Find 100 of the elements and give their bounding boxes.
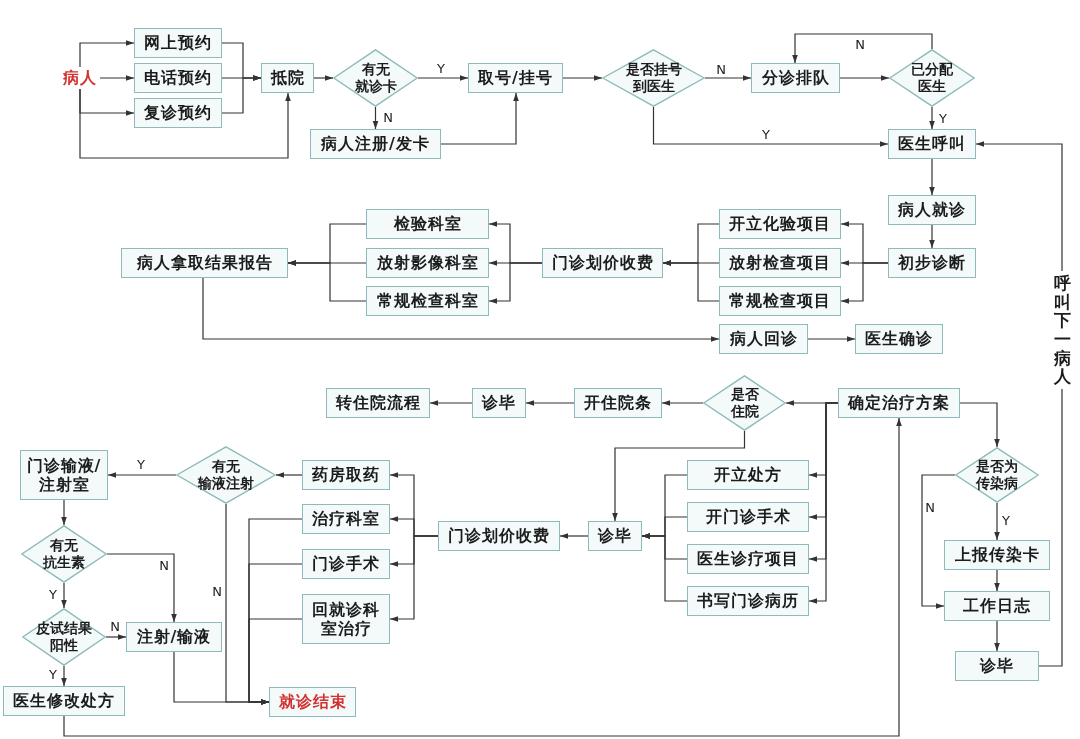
step-label: 书写门诊病历 [697, 591, 799, 611]
decision-label: 是否为传染病 [976, 458, 1018, 492]
step-label: 常规检查项目 [729, 291, 831, 311]
arrow [105, 634, 127, 640]
edge-label: 呼叫下一病人 [1052, 270, 1072, 390]
process-box [687, 544, 809, 574]
process-box [366, 286, 489, 316]
arrow [221, 75, 262, 114]
process-box [888, 195, 976, 225]
step-label: 上报传染卡 [954, 545, 1040, 565]
arrow [313, 75, 334, 81]
arrow [107, 472, 177, 478]
process-box [719, 286, 841, 316]
step-label: 复诊预约 [144, 103, 212, 123]
process-box [3, 686, 125, 716]
step-label: 门诊划价收费 [448, 526, 550, 546]
process-box [134, 63, 222, 93]
decision-label: 是否住院 [730, 386, 759, 420]
process-box [438, 521, 560, 551]
arrow [704, 75, 752, 81]
arrow [921, 474, 956, 609]
step-label: 门诊输液/注射室 [25, 455, 103, 495]
process-box [687, 586, 809, 616]
step-label: 医生呼叫 [898, 134, 966, 154]
step-label: 常规检查科室 [376, 291, 479, 311]
step-label: 工作日志 [963, 596, 1031, 616]
step-label: 注射/输液 [136, 627, 212, 647]
process-box [855, 324, 943, 354]
step-label: 开立化验项目 [729, 214, 831, 234]
arrow [275, 472, 303, 478]
arrow [808, 402, 839, 604]
step-label: 抵院 [270, 68, 305, 88]
process-box [955, 651, 1039, 681]
process-box [302, 460, 390, 490]
step-label: 医生修改处方 [13, 691, 115, 711]
step-label: 分诊排队 [761, 68, 830, 88]
step-label: 回就诊科室治疗 [311, 599, 381, 639]
arrow [994, 502, 1000, 541]
arrow [525, 400, 575, 406]
process-box [126, 622, 222, 652]
step-label: 治疗科室 [312, 509, 380, 529]
decision-label: 皮试结果阳性 [36, 620, 92, 654]
arrow [429, 400, 473, 406]
start-label: 病人 [63, 68, 97, 88]
decision-label: 有无输液注射 [198, 458, 254, 492]
process-box [326, 388, 430, 418]
process-box [751, 63, 840, 93]
process-box [302, 504, 390, 534]
step-label: 诊毕 [598, 526, 632, 546]
arrow [79, 40, 135, 68]
process-box [302, 594, 390, 644]
arrow [652, 106, 889, 147]
arrow [417, 75, 469, 81]
step-label: 门诊手术 [312, 554, 380, 574]
step-label: 医生诊疗项目 [697, 549, 799, 569]
arrow [929, 224, 935, 249]
process-box [468, 63, 563, 93]
arrow [559, 533, 589, 539]
process-box [542, 248, 663, 278]
step-label: 开门诊手术 [705, 507, 791, 527]
process-box [944, 540, 1050, 570]
arrow [61, 499, 67, 526]
step-label: 检验科室 [393, 214, 462, 234]
step-label: 病人拿取结果报告 [136, 253, 273, 273]
arrow [929, 106, 935, 130]
arrow [807, 336, 856, 342]
step-label: 诊毕 [482, 393, 516, 413]
arrow [79, 88, 291, 159]
process-box [719, 209, 841, 239]
arrow [994, 620, 1000, 652]
step-label: 医生确诊 [865, 329, 933, 349]
process-box [687, 460, 809, 490]
step-label: 病人回诊 [729, 329, 798, 349]
step-label: 病人就诊 [898, 200, 966, 220]
process-box [261, 63, 314, 93]
arrow [959, 402, 1000, 448]
process-box [366, 209, 489, 239]
arrow [840, 262, 889, 304]
decision-label: 是否挂号到医生 [625, 61, 682, 95]
process-box [134, 98, 222, 128]
step-label: 病人注册/发卡 [321, 134, 430, 154]
step-label: 门诊划价收费 [551, 253, 654, 273]
process-box [310, 129, 441, 159]
terminal-box [269, 687, 356, 717]
arrow [839, 75, 890, 81]
arrow [792, 33, 933, 64]
arrow [99, 75, 135, 81]
step-label: 放射影像科室 [376, 253, 479, 273]
process-box [888, 129, 976, 159]
arrow [440, 92, 519, 145]
decision-label: 有无就诊卡 [354, 61, 397, 95]
arrow [661, 400, 704, 406]
arrow [372, 106, 379, 130]
process-box [302, 549, 390, 579]
arrow [994, 569, 1000, 592]
arrow [929, 158, 935, 196]
step-label: 初步诊断 [898, 253, 966, 273]
arrow [389, 535, 439, 622]
arrow [202, 277, 720, 342]
arrow [61, 582, 67, 609]
